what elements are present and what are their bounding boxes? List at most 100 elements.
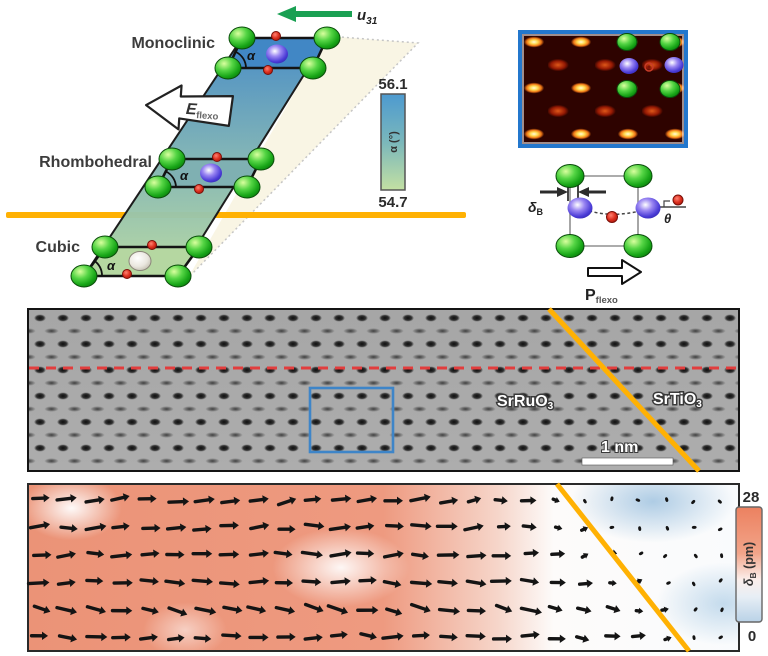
vector-arrow: [303, 495, 322, 504]
vector-arrow: [519, 606, 542, 616]
vector-arrow: [409, 579, 433, 588]
vector-arrow: [435, 522, 458, 531]
vector-arrow: [410, 551, 429, 560]
vector-arrow: [194, 606, 217, 616]
vector-arrow: [693, 553, 698, 559]
vector-arrow: [583, 498, 587, 504]
vector-arrow: [436, 550, 460, 560]
vector-arrow: [385, 607, 403, 617]
vector-arrow: [84, 495, 105, 505]
pflexo-label: P: [585, 287, 596, 304]
vector-arrow: [465, 632, 486, 641]
vector-arrow: [547, 604, 563, 613]
vector-arrow: [167, 497, 190, 506]
vector-arrow: [666, 581, 671, 585]
vector-arrow: [111, 522, 130, 531]
vector-arrow: [465, 579, 487, 588]
vector-arrow: [609, 525, 615, 529]
delta-colorbar-min: 0: [748, 628, 756, 645]
displacement-vector-field: [26, 493, 724, 644]
stem-image-panel: [27, 308, 740, 472]
vector-arrow: [248, 633, 269, 642]
vector-arrow: [604, 631, 621, 641]
unit-cell-diagram: δB θ: [528, 164, 686, 258]
vector-arrow: [411, 631, 430, 640]
eflexo-label: E: [185, 101, 198, 119]
vector-arrow: [166, 634, 185, 643]
alpha-colorbar-min: 54.7: [378, 194, 407, 211]
vector-arrow: [31, 493, 50, 503]
vector-arrow: [523, 548, 539, 558]
svg-text:u31: u31: [357, 7, 378, 27]
u31-label: u: [357, 7, 366, 24]
svg-text:Pflexo: Pflexo: [585, 287, 618, 306]
vector-arrow: [660, 606, 669, 613]
vector-arrow: [608, 579, 617, 587]
vector-arrow: [141, 606, 159, 615]
vector-arrow: [691, 525, 697, 529]
scale-bar-label: 1 nm: [601, 439, 638, 456]
vector-arrow: [356, 495, 377, 504]
vector-arrow: [496, 522, 511, 531]
vector-arrow: [692, 581, 696, 587]
vector-arrow: [330, 494, 352, 504]
vector-arrow: [610, 496, 614, 502]
vector-arrow: [112, 578, 133, 588]
vector-arrow: [137, 494, 157, 503]
vector-arrow: [110, 493, 130, 502]
interface-line-map: [555, 482, 691, 653]
vector-arrow: [218, 579, 240, 589]
vector-arrow: [32, 604, 51, 614]
unit-cell-monoclinic: α: [214, 26, 341, 80]
vector-arrow: [85, 605, 106, 615]
vector-arrow: [665, 525, 670, 531]
unit-cell-rhombohedral: α: [144, 147, 275, 199]
svg-text:SrRuO3: SrRuO3: [497, 393, 554, 412]
svg-text:SrTiO3: SrTiO3: [653, 391, 702, 410]
phase-transition-schematic: u31 Eflexo Monoclinic Rhombohedral Cubic: [6, 6, 466, 288]
vector-arrow: [575, 605, 592, 615]
vector-arrow: [193, 495, 215, 504]
vector-arrow: [330, 577, 351, 586]
vector-arrow: [466, 551, 487, 560]
vector-arrow: [273, 549, 293, 559]
delta-arrow-right-icon: [557, 187, 568, 197]
vector-arrow: [491, 551, 512, 561]
vector-arrow: [520, 630, 540, 640]
vector-arrow: [382, 550, 404, 559]
vector-arrow: [139, 577, 159, 586]
vector-arrow: [491, 634, 513, 644]
vector-arrow: [328, 523, 351, 532]
u31-strain-arrow: u31: [277, 6, 378, 27]
vector-arrow: [110, 550, 133, 560]
vector-arrow: [355, 549, 375, 558]
vector-arrow: [274, 578, 294, 588]
label-cubic: Cubic: [36, 239, 81, 256]
vector-arrow: [384, 521, 404, 531]
substrate-line: [6, 212, 466, 218]
vector-arrow: [519, 496, 537, 505]
vector-arrow: [437, 578, 458, 588]
vector-arrow: [248, 577, 270, 586]
vector-arrow: [84, 522, 107, 532]
vector-arrow: [519, 577, 540, 586]
vector-arrow: [248, 495, 269, 504]
vector-arrow: [466, 495, 482, 504]
alpha-angle-cubic: α: [107, 258, 116, 273]
vector-arrow: [553, 524, 563, 531]
label-rhombohedral: Rhombohedral: [39, 154, 152, 171]
label-monoclinic: Monoclinic: [131, 35, 215, 52]
vector-arrow: [663, 554, 668, 559]
vector-arrow: [274, 605, 296, 615]
vector-arrow: [165, 550, 185, 559]
vector-arrow: [86, 549, 105, 559]
svg-text:δB (pm): δB (pm): [742, 542, 758, 586]
alpha-angle-monoclinic: α: [247, 48, 256, 63]
vector-arrow: [489, 576, 512, 586]
roi-box: [308, 386, 395, 454]
vector-arrow: [630, 631, 646, 641]
vector-arrow: [634, 607, 644, 615]
vector-arrow: [26, 578, 50, 587]
unit-cell-cubic: α: [70, 235, 213, 288]
